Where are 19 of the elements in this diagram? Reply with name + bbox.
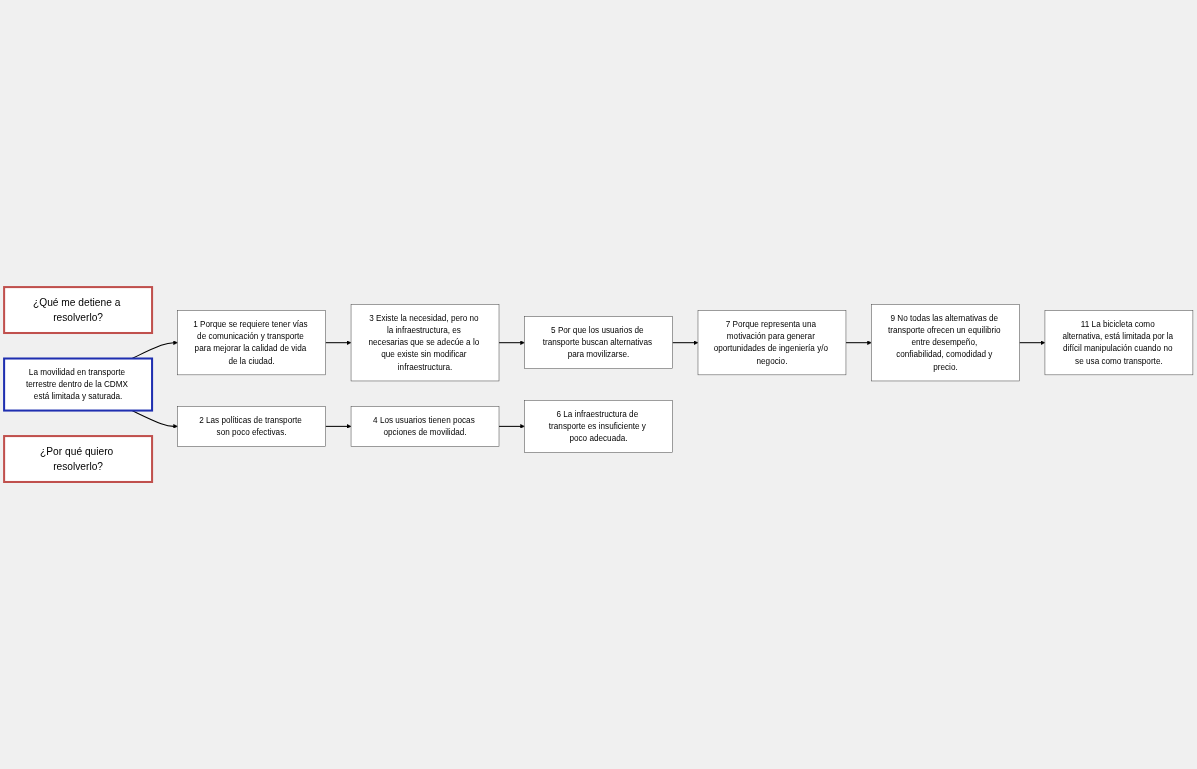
arrow <box>671 340 699 345</box>
node-box: 11 La bicicleta como alternativa, está limitada por la difícil manipulación cuando no se usa como transporte. <box>1044 310 1194 376</box>
node-box: 2 Las políticas de transporte son poco efectivas. <box>177 406 326 447</box>
node-box: 1 Porque se requiere tener vías de comunicación y transporte para mejorar la calidad de vida de la ciudad. <box>177 310 326 376</box>
node-box: 5 Por que los usuarios de transporte buscan alternativas para movilizarse. <box>524 316 673 369</box>
arrow <box>498 340 525 345</box>
node-box: ¿Qué me detiene a resolverlo? <box>3 286 154 334</box>
arrow <box>498 424 525 429</box>
node-box: La movilidad en transporte terrestre dentro de la CDMX está limitada y saturada. <box>3 357 154 412</box>
node-box: ¿Por qué quiero resolverlo? <box>3 435 154 483</box>
node-box: 4 Los usuarios tienen pocas opciones de movilidad. <box>350 406 500 447</box>
node-box: 7 Porque representa una motivación para generar oportunidades de ingeniería y/o negocio. <box>697 310 847 376</box>
arrow <box>325 340 352 345</box>
node-box: 9 No todas las alternativas de transporte ofrecen un equilibrio entre desempeño, confiabilidad, comodidad y precio. <box>871 304 1020 382</box>
arrow <box>1018 340 1046 345</box>
node-box: 3 Existe la necesidad, pero no la infraestructura, es necesarias que se adecúe a lo que existe sin modificar infraestructura. <box>350 304 500 382</box>
node-box: 6 La infraestructura de transporte es insuficiente y poco adecuada. <box>524 400 673 453</box>
arrow <box>325 424 352 429</box>
arrow <box>845 340 872 345</box>
